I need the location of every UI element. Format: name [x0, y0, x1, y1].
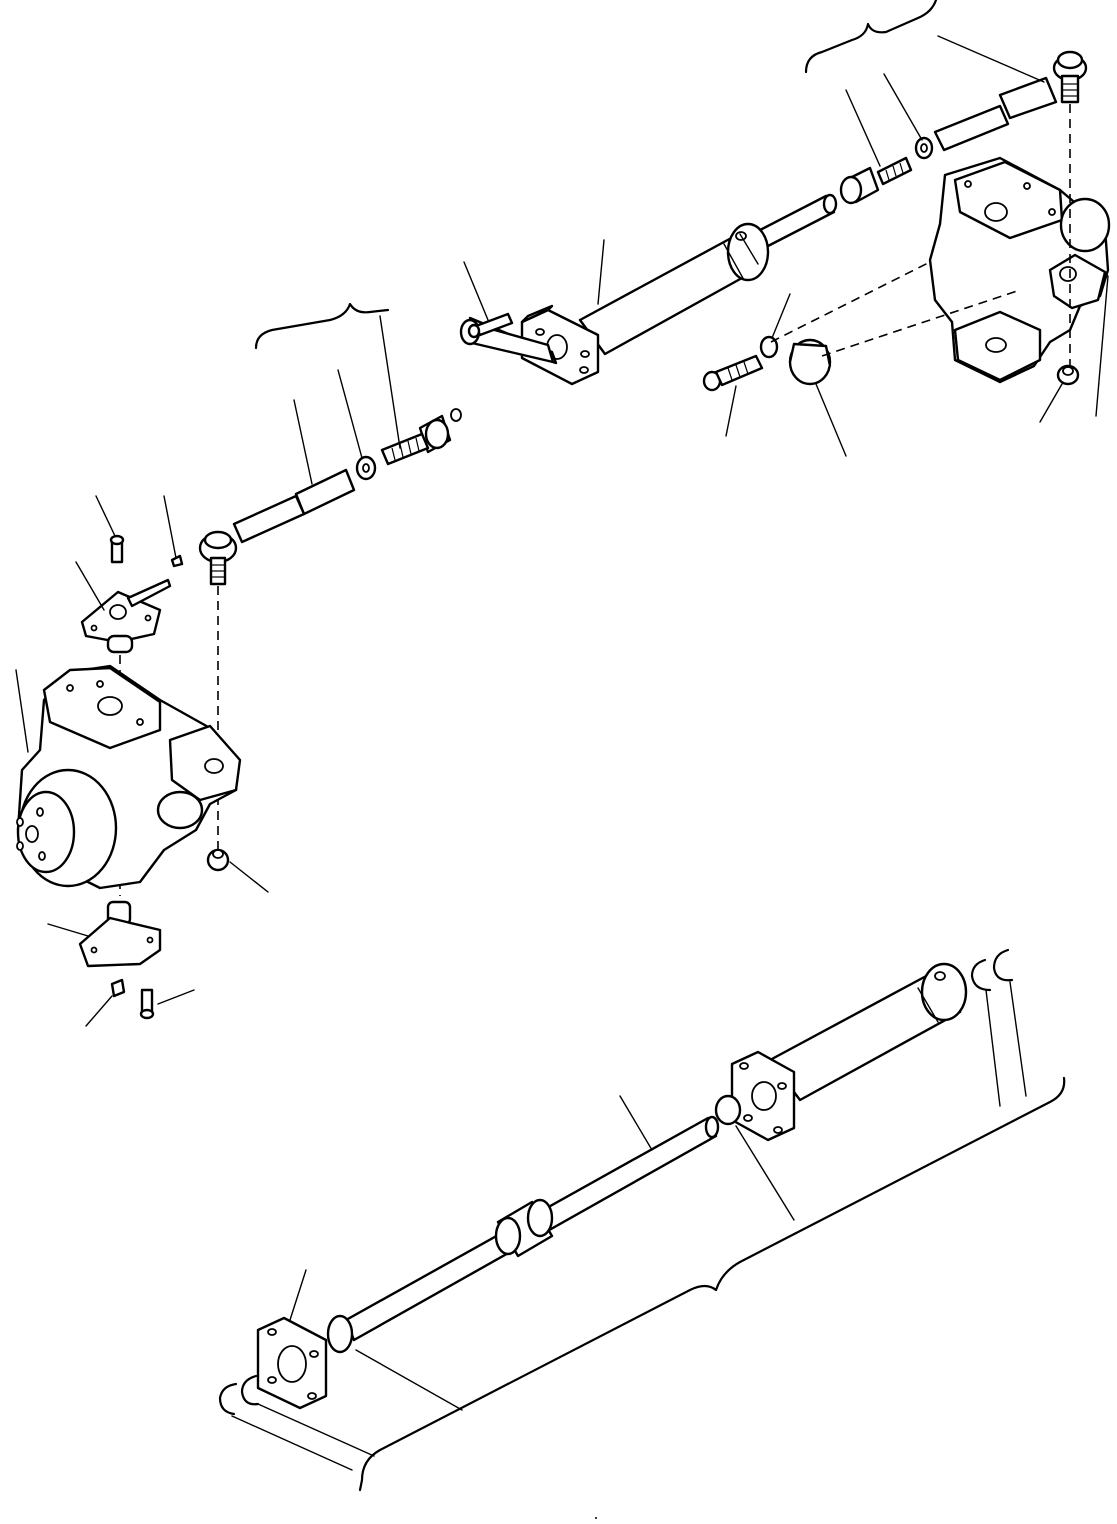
lock-nut-left — [355, 455, 377, 481]
piston-rod-lower — [344, 1115, 720, 1342]
steering-knuckle-right — [928, 156, 1111, 384]
lock-nut-knuckle-right — [1056, 364, 1080, 386]
seal-ring — [326, 1314, 354, 1354]
speck — [595, 1517, 597, 1519]
steering-cylinder-upper — [578, 193, 838, 356]
king-pin-bolt — [702, 354, 764, 392]
steering-cylinder-lower — [768, 962, 968, 1102]
king-pin-cap-upper — [80, 578, 172, 654]
leader-lines-upper — [15, 35, 1109, 1027]
grease-fitting-lower — [110, 978, 126, 998]
king-pin-cap-lower — [78, 900, 162, 968]
grease-fitting-upper — [170, 554, 184, 568]
ball-joint-right — [839, 156, 913, 205]
tie-rod-end-left — [198, 468, 356, 586]
dust-cap — [788, 338, 832, 386]
spacer-ring — [759, 335, 779, 359]
tie-rod-end-right — [933, 50, 1088, 152]
steering-knuckle-left — [16, 664, 242, 890]
lock-nut-knuckle-left — [206, 848, 230, 872]
brace-left — [254, 302, 390, 350]
flange-lower-right — [730, 1050, 796, 1142]
snap-ring-pair-left — [218, 1374, 260, 1416]
alignment-line-bolt — [770, 261, 931, 343]
alignment-line-cap — [821, 289, 1021, 357]
brace-lower — [358, 1076, 1066, 1492]
snap-ring-pair-right — [970, 948, 1014, 992]
brace-right — [804, 0, 938, 74]
flange-screw-upper — [467, 312, 514, 339]
cap-screw-lower — [139, 988, 155, 1020]
leader-lines-lower — [231, 981, 1027, 1471]
o-ring — [714, 1094, 742, 1126]
flange-lower-left — [256, 1316, 328, 1410]
cap-screw-upper — [109, 534, 125, 564]
ball-joint-left — [380, 408, 462, 466]
lock-nut-right — [914, 136, 934, 160]
